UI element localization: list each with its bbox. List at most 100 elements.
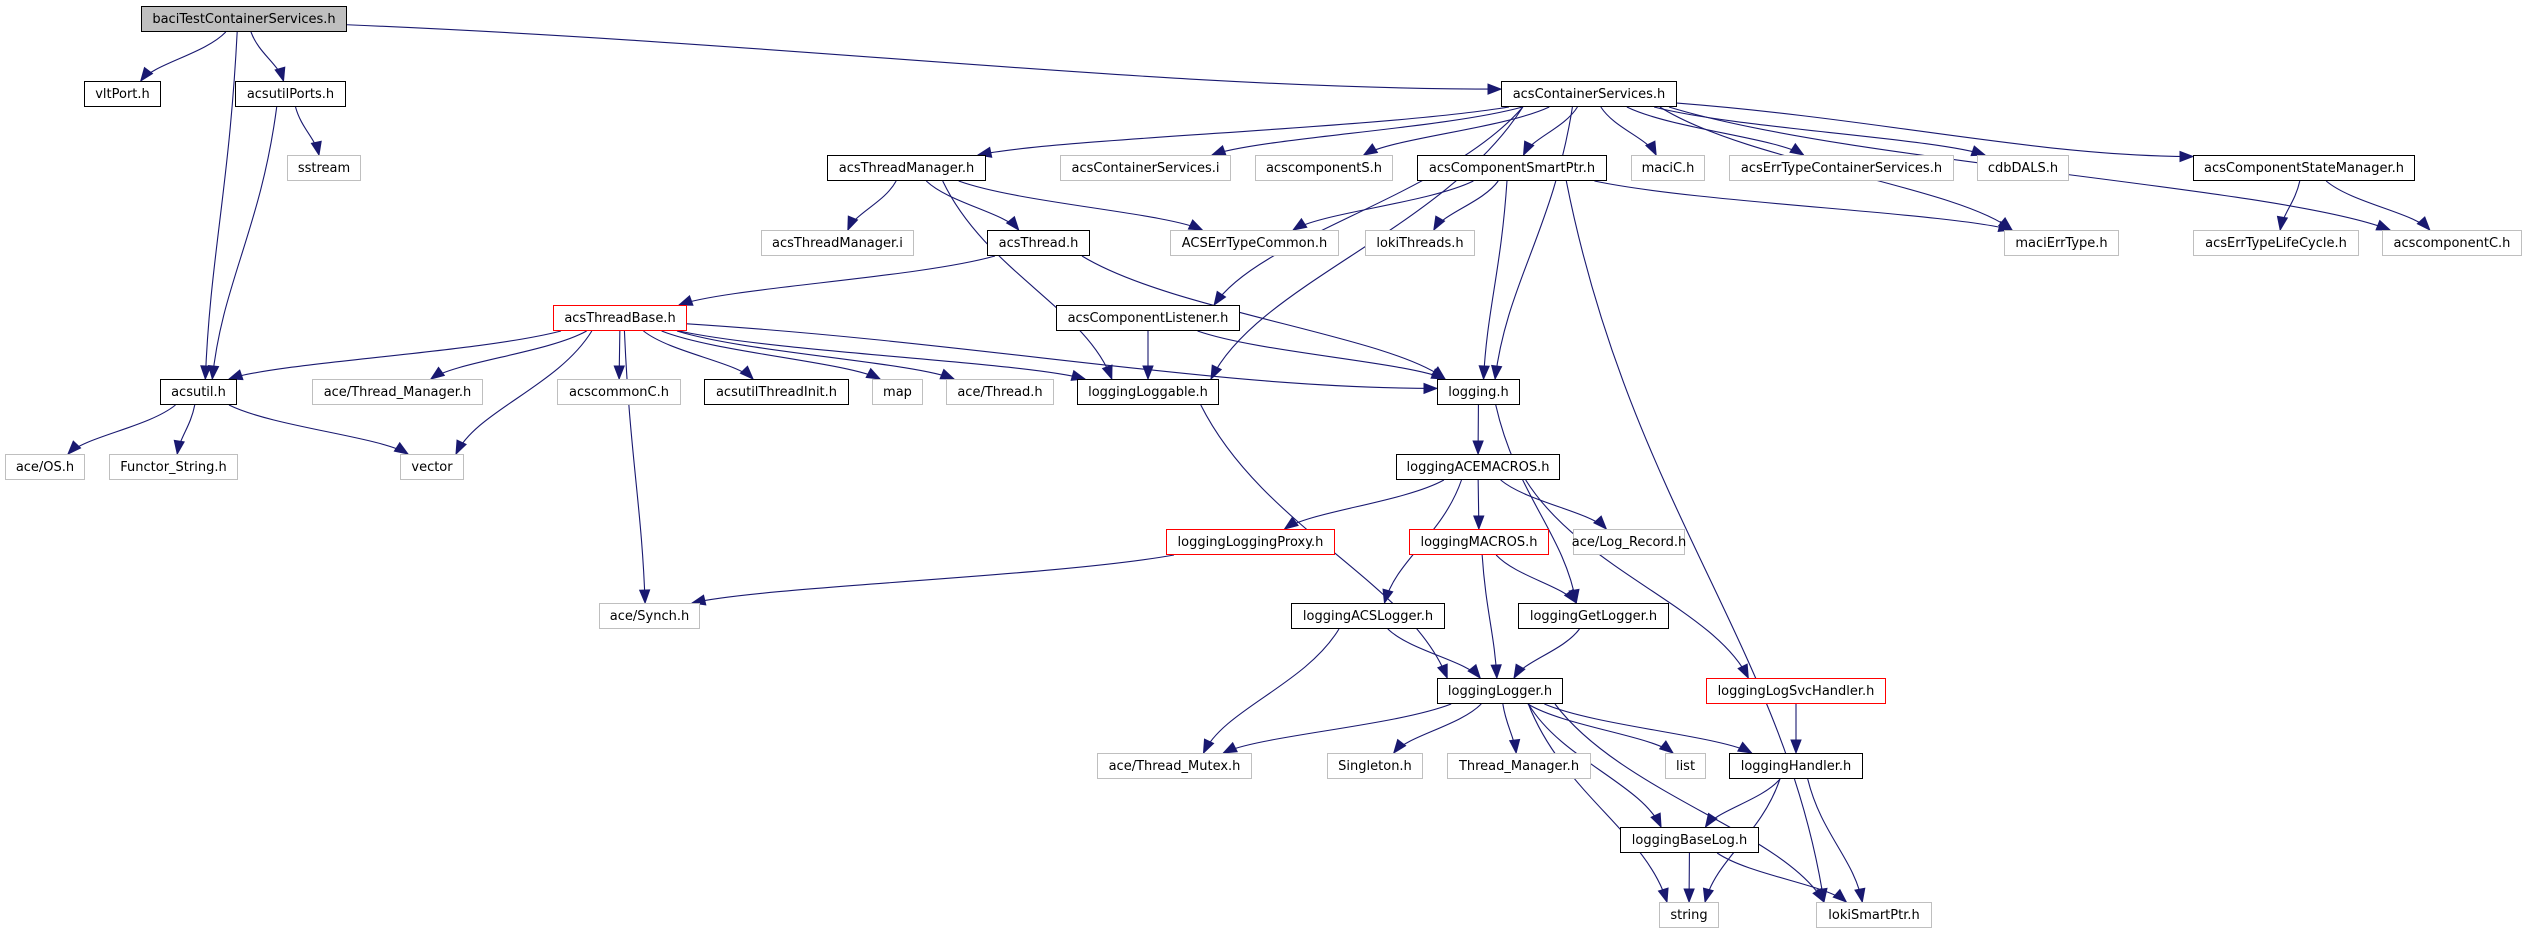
node-label: lokiThreads.h <box>1376 235 1464 251</box>
arrowhead-icon <box>1658 740 1675 754</box>
node-ace-thread-manager-h: ace/Thread_Manager.h <box>312 379 483 405</box>
node-sstream: sstream <box>287 155 361 181</box>
arrowhead-icon <box>1683 888 1695 904</box>
node-logging-macros-h[interactable]: loggingMACROS.h <box>1409 529 1549 555</box>
edge-logging-get-logger-to-logging-logger <box>1513 628 1580 679</box>
node-logging-acslogger-h[interactable]: loggingACSLogger.h <box>1291 603 1445 629</box>
node-acscomponent-c-h: acscomponentC.h <box>2382 230 2522 256</box>
node-acs-err-type-life-cycle-h: acsErrTypeLifeCycle.h <box>2193 230 2359 256</box>
arrowhead-icon <box>613 365 625 381</box>
node-singleton-h: Singleton.h <box>1327 753 1423 779</box>
node-cdb-dals-h: cdbDALS.h <box>1977 155 2069 181</box>
node-label: map <box>883 384 912 400</box>
edge-acsutil-ports-to-acsutil <box>211 106 278 380</box>
arrowhead-icon <box>2375 219 2392 231</box>
node-acsutil-ports-h[interactable]: acsutilPorts.h <box>235 81 346 107</box>
node-label: Functor_String.h <box>120 459 227 475</box>
arrowhead-icon <box>1202 738 1215 755</box>
edge-logging-macros-to-logging-logger <box>1481 554 1498 679</box>
node-ace-thread-h: ace/Thread.h <box>946 379 1054 405</box>
node-loki-threads-h: lokiThreads.h <box>1365 230 1475 256</box>
node-logging-h[interactable]: logging.h <box>1437 379 1520 405</box>
node-logging-base-log-h[interactable]: loggingBaseLog.h <box>1620 827 1759 853</box>
node-logging-logger-h[interactable]: loggingLogger.h <box>1437 678 1563 704</box>
edge-acs-thread-to-logging <box>1081 255 1446 380</box>
edge-acs-container-services-to-acs-component-state-manager <box>1676 102 2194 158</box>
node-label: ACSErrTypeCommon.h <box>1181 235 1328 251</box>
edge-logging-logger-to-singleton <box>1393 703 1482 754</box>
node-label: acsThreadBase.h <box>564 310 676 326</box>
node-label: acsComponentSmartPtr.h <box>1428 160 1596 176</box>
edge-logging-acemacros-to-ace-log-record <box>1500 479 1607 530</box>
arrowhead-icon <box>1142 365 1154 381</box>
arrowhead-icon <box>1650 812 1662 829</box>
edge-acs-container-services-to-acs-thread-manager <box>977 106 1510 156</box>
arrowhead-icon <box>1789 142 1805 156</box>
arrowhead-icon <box>638 589 651 605</box>
node-acs-container-services-h[interactable]: acsContainerServices.h <box>1501 81 1677 107</box>
arrowhead-icon <box>1645 140 1657 157</box>
node-label: acsutilPorts.h <box>246 86 335 102</box>
node-logging-get-logger-h[interactable]: loggingGetLogger.h <box>1518 603 1669 629</box>
node-label: loggingLogger.h <box>1447 683 1553 699</box>
edge-logging-acemacros-to-logging-log-svc-handler <box>1525 479 1749 679</box>
node-acs-component-state-manager-h[interactable]: acsComponentStateManager.h <box>2193 155 2415 181</box>
edge-acs-component-state-manager-to-acscomponent-c <box>2325 180 2431 231</box>
arrowhead-icon <box>2179 150 2195 163</box>
node-baci-test-container-services-h[interactable]: baciTestContainerServices.h <box>141 6 347 32</box>
node-label: acsContainerServices.i <box>1071 160 1220 176</box>
edge-acs-container-services-to-acs-component-listener <box>1213 106 1524 306</box>
node-logging-handler-h[interactable]: loggingHandler.h <box>1729 753 1863 779</box>
arrowhead-icon <box>1737 741 1753 754</box>
edge-acs-thread-manager-to-acserr-type-common <box>958 180 1203 231</box>
node-label: ace/Log_Record.h <box>1571 534 1687 550</box>
node-acs-component-smart-ptr-h[interactable]: acsComponentSmartPtr.h <box>1417 155 1607 181</box>
node-acs-err-type-container-services-h: acsErrTypeContainerServices.h <box>1729 155 1954 181</box>
edge-acs-thread-manager-to-logging-loggable <box>942 180 1113 380</box>
arrowhead-icon <box>1472 440 1484 456</box>
arrowhead-icon <box>2416 216 2431 232</box>
edge-acs-container-services-to-cdb-dals <box>1653 106 1986 156</box>
node-label: ace/Thread.h <box>957 384 1043 400</box>
node-label: acsComponentStateManager.h <box>2204 160 2404 176</box>
node-acs-thread-base-h[interactable]: acsThreadBase.h <box>553 305 687 331</box>
node-acs-component-listener-h[interactable]: acsComponentListener.h <box>1056 305 1240 331</box>
edge-logging-base-log-to-loki-smart-ptr <box>1716 852 1847 903</box>
node-acsutil-h[interactable]: acsutil.h <box>160 379 237 405</box>
arrowhead-icon <box>1657 887 1669 904</box>
arrowhead-icon <box>1508 738 1521 755</box>
node-acs-thread-manager-h[interactable]: acsThreadManager.h <box>827 155 986 181</box>
node-label: maciErrType.h <box>2015 235 2108 251</box>
node-logging-log-svc-handler-h[interactable]: loggingLogSvcHandler.h <box>1706 678 1886 704</box>
node-logging-logging-proxy-h[interactable]: loggingLoggingProxy.h <box>1166 529 1335 555</box>
node-label: cdbDALS.h <box>1987 160 2059 176</box>
edge-acs-thread-base-to-logging <box>686 323 1438 389</box>
node-label: loggingMACROS.h <box>1420 534 1538 550</box>
arrowhead-icon <box>1832 888 1848 903</box>
arrowhead-icon <box>429 366 446 380</box>
arrowhead-icon <box>939 368 956 380</box>
node-logging-acemacros-h[interactable]: loggingACEMACROS.h <box>1396 454 1560 480</box>
node-label: logging.h <box>1448 384 1509 400</box>
arrowhead-icon <box>1423 382 1439 395</box>
node-acs-thread-h[interactable]: acsThread.h <box>987 230 1090 256</box>
node-label: list <box>1675 758 1696 774</box>
node-logging-loggable-h[interactable]: loggingLoggable.h <box>1077 379 1219 405</box>
arrowhead-icon <box>67 440 82 456</box>
node-acsutil-thread-init-h[interactable]: acsutilThreadInit.h <box>704 379 849 405</box>
arrowhead-icon <box>207 364 220 381</box>
node-vlt-port-h[interactable]: vltPort.h <box>84 81 161 107</box>
node-label: loggingHandler.h <box>1740 758 1852 774</box>
arrowhead-icon <box>1478 365 1490 381</box>
node-label: sstream <box>297 160 351 176</box>
node-vector: vector <box>400 454 464 480</box>
node-label: ace/Thread_Mutex.h <box>1108 758 1241 774</box>
arrowhead-icon <box>1522 140 1535 157</box>
arrowhead-icon <box>139 66 154 83</box>
node-label: ace/Thread_Manager.h <box>323 384 472 400</box>
edge-acsutil-to-ace-os <box>67 404 176 455</box>
arrowhead-icon <box>1430 368 1447 380</box>
edge-logging-acslogger-to-ace-thread-mutex <box>1203 628 1340 754</box>
